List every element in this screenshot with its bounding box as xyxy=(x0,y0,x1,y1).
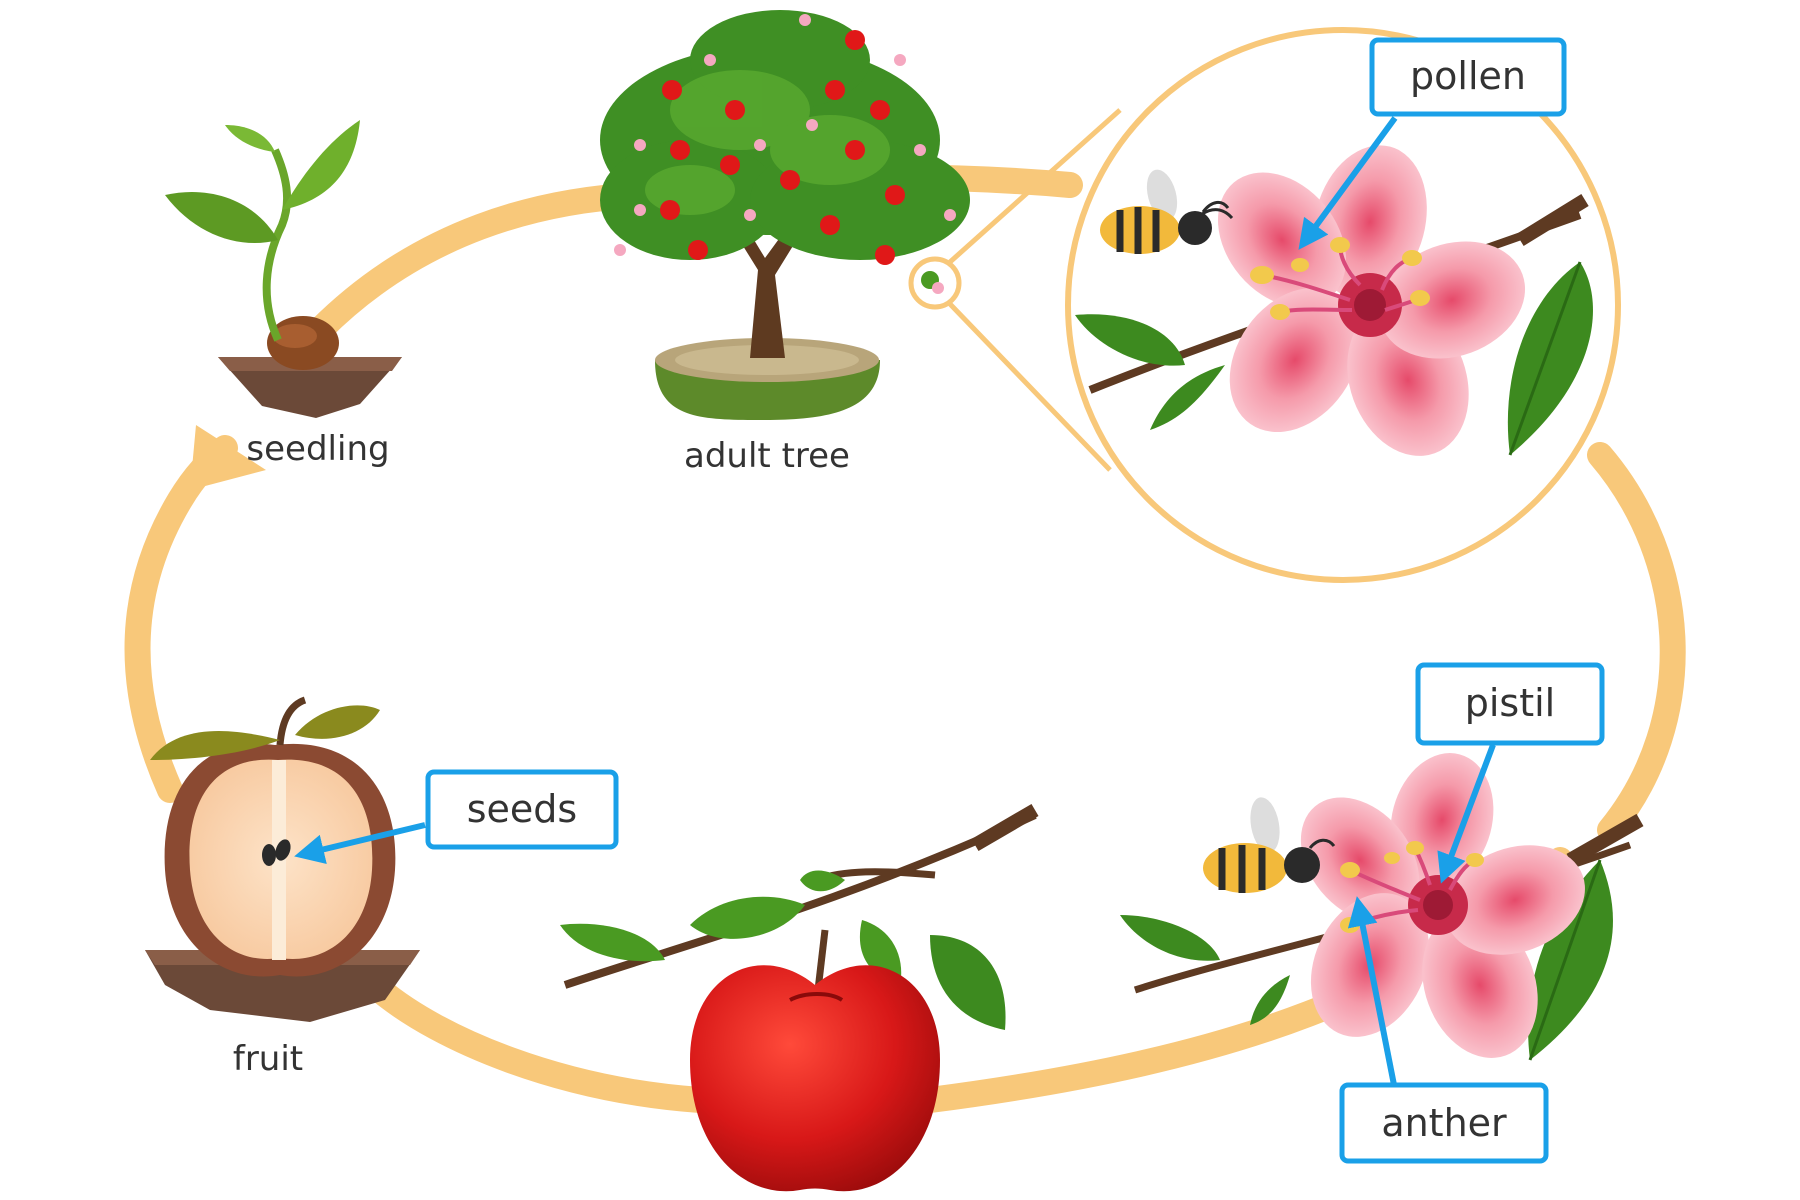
pistil-arrow xyxy=(1437,743,1496,884)
stage-label-seedling: seedling xyxy=(246,429,389,469)
callout-label-pistil: pistil xyxy=(1465,681,1556,725)
callout-pollen: pollen xyxy=(1369,37,1567,117)
stage-label-adult-tree: adult tree xyxy=(684,436,850,476)
callout-anther: anther xyxy=(1339,1082,1549,1164)
anther-arrow xyxy=(1347,896,1398,1091)
callout-label-anther: anther xyxy=(1381,1101,1507,1145)
bee-icon xyxy=(1203,797,1336,893)
adult-tree-illustration xyxy=(600,10,970,420)
callout-pistil: pistil xyxy=(1415,662,1605,746)
callout-arrows xyxy=(294,116,1496,1091)
pollen-closeup xyxy=(1065,27,1621,583)
pollination-illustration xyxy=(1120,753,1644,1061)
stage-label-fruit: fruit xyxy=(233,1039,303,1079)
cycle-arrowhead xyxy=(190,425,266,490)
seeds-arrow xyxy=(294,822,426,864)
bee-icon xyxy=(1100,169,1234,254)
zoom-indicator xyxy=(908,108,1122,472)
apple-illustration xyxy=(560,803,1039,1192)
seedling-illustration xyxy=(165,120,402,418)
callout-label-pollen: pollen xyxy=(1410,54,1526,98)
callout-label-seeds: seeds xyxy=(467,787,577,831)
callout-seeds: seeds xyxy=(425,769,619,850)
fruit-illustration xyxy=(145,696,420,1022)
pollen-arrow xyxy=(1298,116,1398,250)
